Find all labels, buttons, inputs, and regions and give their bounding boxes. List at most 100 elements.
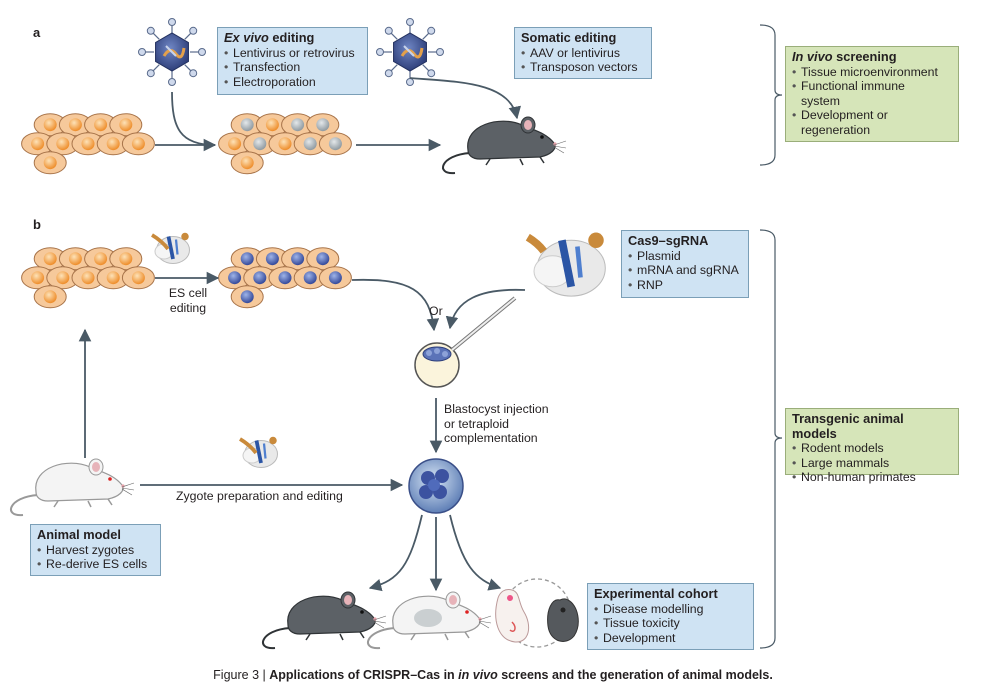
nucleus [43, 290, 57, 304]
virus-icon [138, 18, 206, 86]
nucleus [56, 137, 70, 151]
nucleus [291, 252, 305, 266]
list-item: Disease modelling [594, 602, 747, 617]
cas9-protein-icon [525, 232, 606, 297]
nucleus [68, 252, 82, 266]
cell-cluster-es-edited [218, 247, 352, 309]
nucleus [68, 118, 82, 132]
somatic-title: Somatic editing [521, 30, 617, 45]
arrow-embryo-to-mouse1 [368, 514, 423, 592]
nucleus [253, 137, 267, 151]
embryo-morula-icon [408, 458, 464, 514]
animal-model-box: Animal model Harvest zygotes Re-derive E… [30, 524, 161, 576]
list-item: Transfection [224, 60, 361, 75]
nucleus [265, 252, 279, 266]
nucleus [265, 118, 279, 132]
list-item: AAV or lentivirus [521, 46, 645, 61]
list-item: Development [594, 631, 747, 646]
nucleus [56, 271, 70, 285]
transgenic-title: Transgenic animal models [792, 411, 904, 441]
list-item: system [801, 93, 840, 108]
list-item: Re-derive ES cells [37, 557, 154, 572]
nucleus [31, 137, 45, 151]
list-item: mRNA and sgRNA [628, 263, 742, 278]
nucleus [43, 118, 57, 132]
list-item: regeneration [801, 122, 871, 137]
list-item: Tissue toxicity [594, 616, 747, 631]
nucleus [240, 290, 254, 304]
nucleus [119, 118, 133, 132]
virus-icon [376, 18, 444, 86]
cas9-sgrna-box: Cas9–sgRNA Plasmid mRNA and sgRNA RNP [621, 230, 749, 298]
nucleus [240, 252, 254, 266]
nucleus [303, 271, 317, 285]
in-vivo-title: In vivo screening [792, 49, 897, 64]
nucleus [94, 118, 108, 132]
nucleus [328, 137, 342, 151]
transgenic-models-box: Transgenic animal models Rodent models L… [785, 408, 959, 484]
nucleus [278, 271, 292, 285]
fetus-icon [495, 578, 579, 648]
nucleus [81, 271, 95, 285]
arrow-virus-to-cells [171, 91, 216, 146]
cas9-title: Cas9–sgRNA [628, 233, 709, 248]
list-item: Large mammals [792, 456, 952, 471]
bracket-b [759, 229, 783, 649]
nucleus [131, 137, 145, 151]
nucleus [240, 118, 254, 132]
figure-caption: Figure 3 | Applications of CRISPR–Cas in… [213, 668, 773, 682]
nucleus [328, 271, 342, 285]
blastocyst-icon [414, 342, 460, 388]
nucleus [94, 252, 108, 266]
arrow-virus-to-mouse [409, 77, 522, 120]
nucleus [228, 137, 242, 151]
nucleus [131, 271, 145, 285]
nucleus [106, 271, 120, 285]
nucleus [43, 156, 57, 170]
arrow-edited-to-blastocyst [351, 278, 440, 332]
list-item: Transposon vectors [521, 60, 645, 75]
list-item: Non-human primates [792, 470, 952, 485]
nucleus [106, 137, 120, 151]
injection-pipette-icon [450, 296, 517, 352]
nucleus [278, 137, 292, 151]
cas9-protein-icon [239, 436, 278, 468]
somatic-editing-box: Somatic editing AAV or lentivirus Transp… [514, 27, 652, 79]
nucleus [253, 271, 267, 285]
cell-cluster-es-cells [21, 247, 155, 309]
list-item: Electroporation [224, 75, 361, 90]
list-item: Rodent models [792, 441, 952, 456]
list-item: Plasmid [628, 249, 742, 264]
nucleus [43, 252, 57, 266]
nucleus [240, 156, 254, 170]
nucleus [228, 271, 242, 285]
mouse-dark-cohort [262, 591, 387, 650]
cas9-protein-icon [151, 232, 190, 264]
mouse-white-b [10, 458, 135, 517]
list-item: Functional immune [792, 79, 952, 94]
list-item: Development or [792, 108, 952, 123]
experimental-cohort-box: Experimental cohort Disease modelling Ti… [587, 583, 754, 650]
panel-label-a: a [33, 25, 41, 40]
nucleus [81, 137, 95, 151]
ex-vivo-editing-box: Ex vivo editing Lentivirus or retrovirus… [217, 27, 368, 95]
nucleus [291, 118, 305, 132]
arrow-cas9-to-blastocyst [445, 288, 526, 330]
arrow-embryo-to-fetus [449, 514, 502, 591]
nucleus [303, 137, 317, 151]
list-item: Harvest zygotes [37, 543, 154, 558]
panel-label-b: b [33, 217, 41, 232]
list-item: Tissue microenvironment [792, 65, 952, 80]
nucleus [119, 252, 133, 266]
or-label: Or [429, 304, 443, 318]
ex-vivo-title: Ex vivo editing [224, 30, 315, 45]
cell-cluster-edited-a [218, 113, 352, 175]
list-item: Lentivirus or retrovirus [224, 46, 361, 61]
bracket-a [759, 24, 783, 166]
in-vivo-screening-box: In vivo screening Tissue microenvironmen… [785, 46, 959, 142]
animal-model-title: Animal model [37, 527, 121, 542]
nucleus [31, 271, 45, 285]
zygote-label: Zygote preparation and editing [176, 489, 343, 503]
